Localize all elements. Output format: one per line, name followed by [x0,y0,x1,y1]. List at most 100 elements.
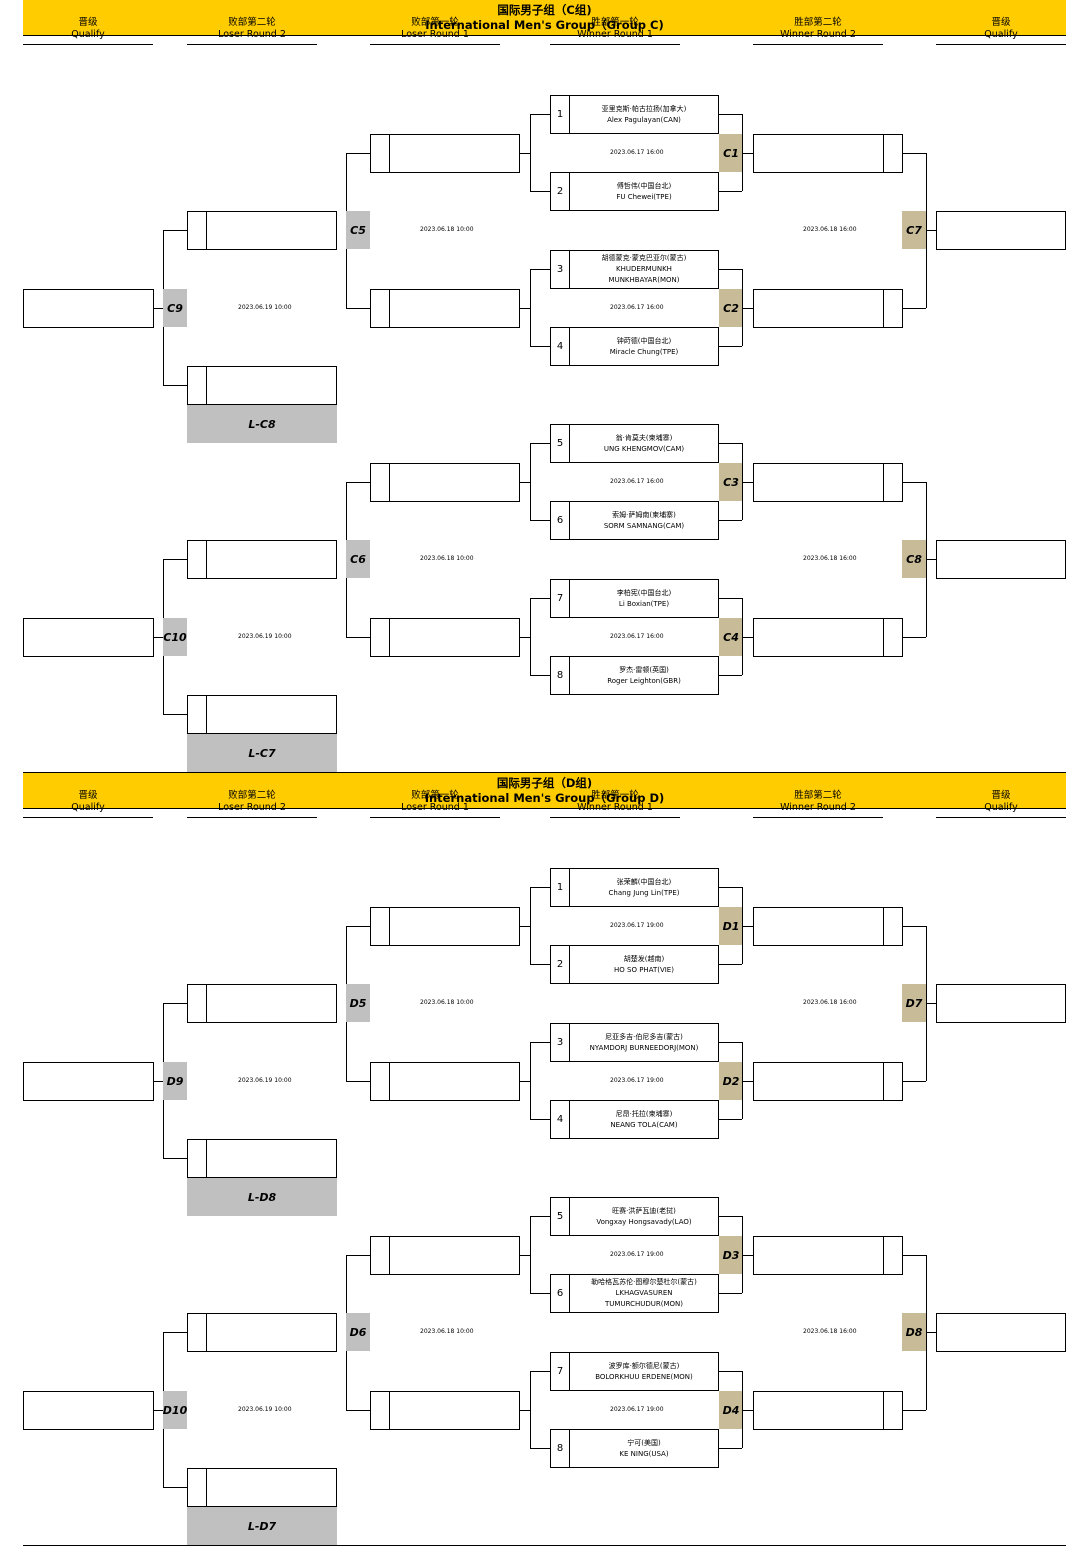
player-name-line: KHUDERMUNKH [616,265,672,273]
loser-round2-slot[interactable] [187,211,337,250]
seed-number: 8 [551,657,570,694]
loser-round1-slot[interactable] [370,1391,520,1430]
column-header-en: Loser Round 2 [218,802,286,813]
loser-round2-slot[interactable] [187,984,337,1023]
player-name: 钟莳德(中国台北)Miracle Chung(TPE) [570,328,718,365]
loser-round2-slot[interactable] [187,1139,337,1178]
match-label: D8 [902,1313,926,1351]
winner-round2-slot[interactable] [753,907,903,946]
match-time: 2023.06.18 10:00 [420,226,474,233]
connector-line [903,1410,926,1411]
loser-round1-slot[interactable] [370,463,520,502]
connector-line [520,1410,530,1411]
qualify-slot[interactable] [23,1391,154,1430]
qualify-slot[interactable] [23,1062,154,1101]
player-name-line: Li Boxian(TPE) [618,599,670,608]
group-separator [23,772,1066,773]
slot-blank [371,464,390,501]
winner-round2-slot[interactable] [753,1062,903,1101]
seed-number: 4 [551,1101,570,1138]
loser-round2-slot[interactable] [187,1313,337,1352]
connector-line [163,385,187,386]
winner-round2-slot[interactable] [753,1236,903,1275]
loser-round2-slot[interactable] [187,366,337,405]
qualify-slot[interactable] [936,1313,1066,1352]
qualify-slot[interactable] [23,618,154,657]
group-title-en: International Men's Group（Group C) [425,18,664,32]
loser-round2-slot[interactable] [187,540,337,579]
loser-drop-label: L-C7 [187,734,337,772]
seed-number: 1 [551,96,570,133]
player-name-line: Roger Leighton(GBR) [607,676,681,685]
connector-line [530,346,550,347]
loser-round2-slot[interactable] [187,1468,337,1507]
connector-line [530,1448,550,1449]
qualify-slot[interactable] [936,211,1066,250]
match-label: C9 [163,289,187,327]
loser-round1-slot[interactable] [370,618,520,657]
loser-round1-slot[interactable] [370,134,520,173]
qualify-slot[interactable] [23,289,154,328]
winner-round2-slot[interactable] [753,134,903,173]
player-slot[interactable]: 8 罗杰·雷顿(英国) Roger Leighton(GBR) [550,656,719,695]
match-label: C10 [163,618,187,656]
player-name: 罗杰·雷顿(英国) Roger Leighton(GBR) [570,657,718,694]
loser-round1-slot[interactable] [370,907,520,946]
winner-round2-slot[interactable] [753,618,903,657]
slot-blank [188,985,207,1022]
loser-round1-slot[interactable] [370,289,520,328]
loser-round2-slot[interactable] [187,695,337,734]
qualify-slot[interactable] [936,984,1066,1023]
player-name: 胡楚发(越南)HO SO PHAT(VIE) [570,946,718,983]
column-header-cn: 败部第二轮 [228,17,276,28]
column-header-underline [187,44,317,45]
column-header-underline [936,44,1066,45]
match-label: C2 [719,289,743,327]
column-header-cn: 晋级 [78,790,98,801]
connector-line [153,637,163,638]
player-name: 旺赛·洪萨瓦迪(老挝)Vongxay Hongsavady(LAO) [570,1198,718,1235]
player-name: 波罗库·额尔德尼(蒙古)BOLORKHUU ERDENE(MON) [570,1353,718,1390]
connector-line [903,482,926,483]
column-header-underline [753,44,883,45]
match-time: 2023.06.17 19:00 [610,1077,664,1084]
column-header-en: Qualify [984,29,1018,40]
connector-line [346,1255,370,1256]
player-name-line: 罗杰·雷顿(英国) [619,665,669,674]
connector-line [346,926,370,927]
connector-line [153,308,163,309]
winner-round2-slot[interactable] [753,289,903,328]
match-time: 2023.06.17 16:00 [610,633,664,640]
player-name-line: Miracle Chung(TPE) [609,347,679,356]
loser-round1-slot[interactable] [370,1062,520,1101]
connector-line [530,520,550,521]
loser-round1-slot[interactable] [370,1236,520,1275]
connector-line [153,1410,163,1411]
match-time: 2023.06.19 10:00 [238,1077,292,1084]
column-header-underline [370,817,500,818]
winner-round2-slot[interactable] [753,1391,903,1430]
slot-blank [371,1237,390,1274]
slot-blank [188,696,207,733]
slot-blank [371,1063,390,1100]
qualify-slot[interactable] [936,540,1066,579]
winner-round2-slot[interactable] [753,463,903,502]
slot-blank [188,212,207,249]
